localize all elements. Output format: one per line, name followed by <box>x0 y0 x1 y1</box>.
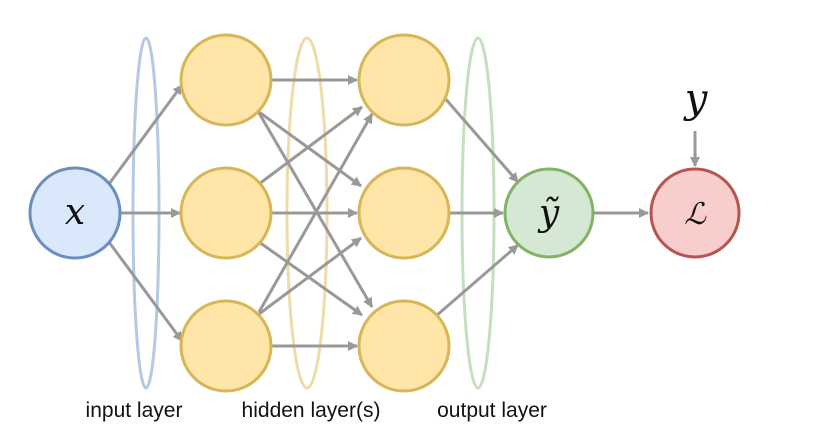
loss-node-circle <box>649 167 741 259</box>
loss-node: ℒ <box>649 167 741 259</box>
hidden-node-2-1 <box>357 33 451 127</box>
target-label: y <box>683 76 709 122</box>
hidden-node-2-3 <box>357 299 451 393</box>
hidden-node-1-2 <box>179 166 273 260</box>
output-node: ỹ <box>503 167 595 259</box>
output-layer-label: output layer <box>437 399 547 422</box>
edge-h12-h23 <box>258 240 363 317</box>
hidden-node-1-1 <box>179 33 273 127</box>
input-node-label: x <box>65 192 85 233</box>
edge-h11-h22 <box>258 110 362 188</box>
hidden-layer-1 <box>179 33 273 393</box>
output-node-circle <box>503 167 595 259</box>
edge-h21-out <box>441 95 520 183</box>
hidden-node-1-3 <box>179 299 273 393</box>
edge-x-h13 <box>104 237 184 342</box>
edge-h12-h21 <box>258 105 363 186</box>
edges-hidden2-to-output <box>435 95 520 318</box>
loss-node-label: ℒ <box>684 197 707 232</box>
edge-h13-h21 <box>257 113 374 313</box>
hidden-layer-label: hidden layer(s) <box>242 399 381 422</box>
hidden-layer-2 <box>357 33 451 393</box>
output-node-label: ỹ <box>537 193 560 234</box>
edges-input-to-hidden1 <box>104 84 184 342</box>
edge-h23-out <box>435 243 519 318</box>
input-layer-label: input layer <box>86 399 183 422</box>
edges-hidden1-to-hidden2 <box>257 75 374 351</box>
edge-x-h11 <box>104 84 184 189</box>
input-node-circle <box>28 166 122 260</box>
hidden-node-2-2 <box>357 166 451 260</box>
edge-h13-h22 <box>258 236 362 316</box>
input-node: x <box>28 166 122 260</box>
